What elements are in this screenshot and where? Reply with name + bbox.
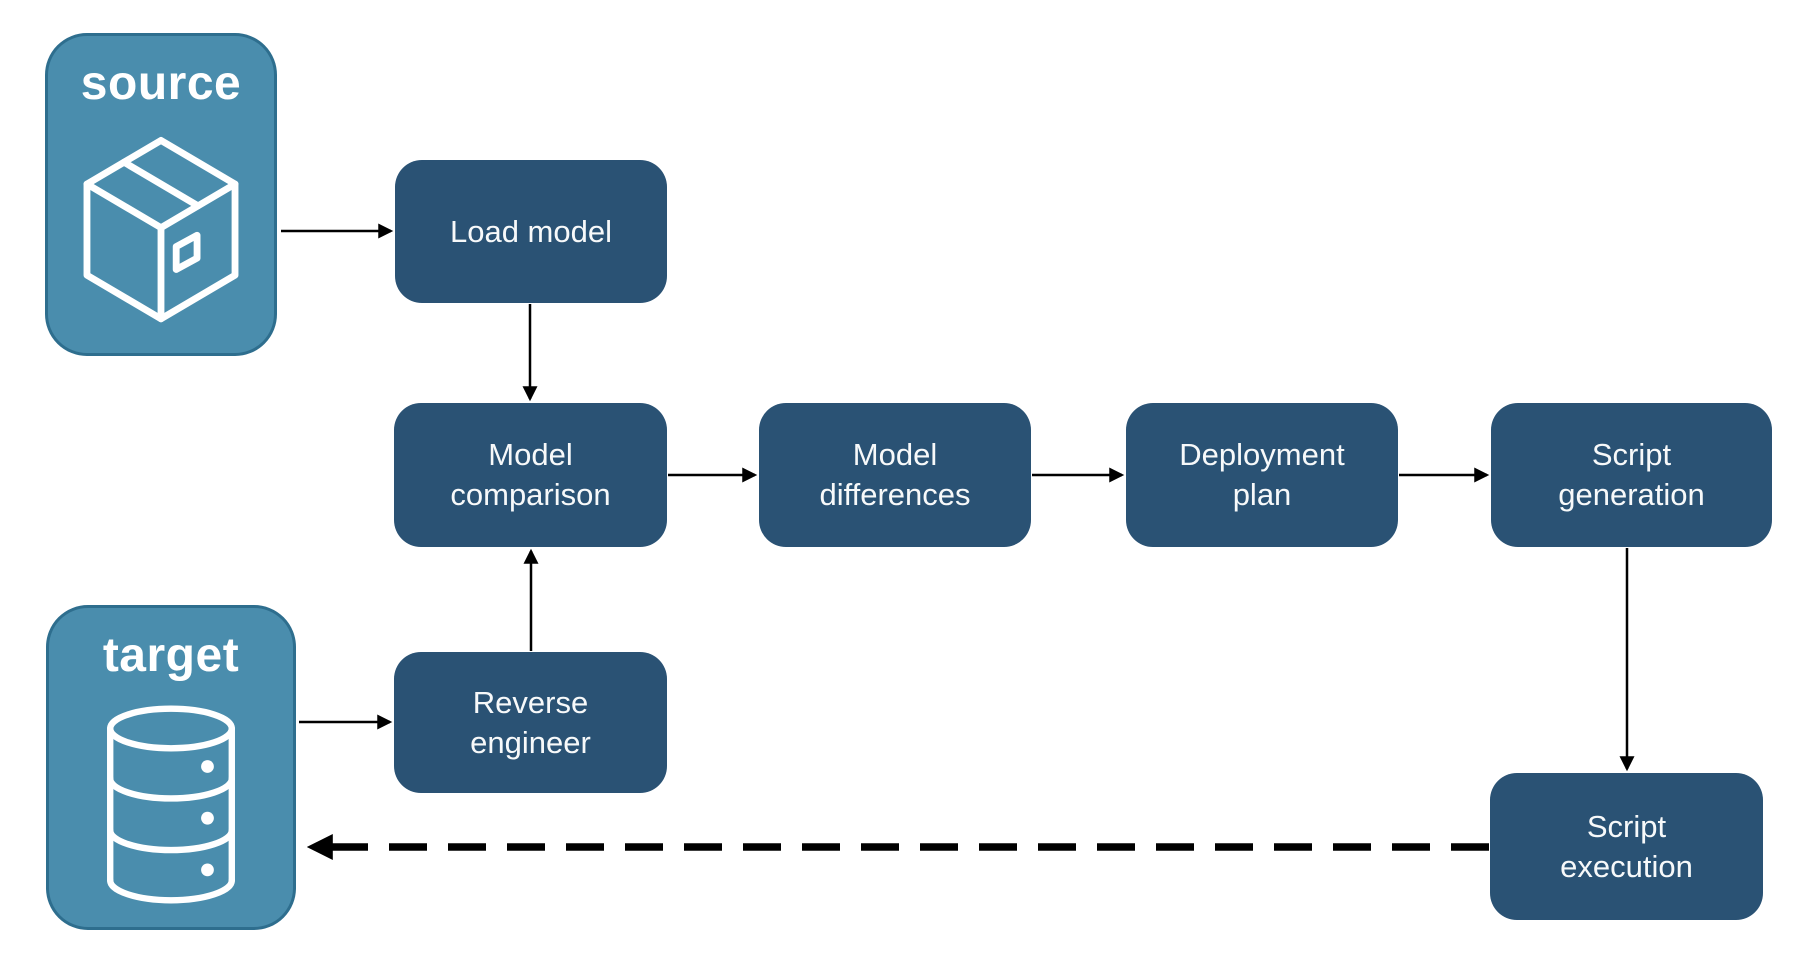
target-endpoint: target [46, 605, 296, 930]
node-reverse-engineer: Reverse engineer [394, 652, 667, 793]
node-deployment-plan: Deployment plan [1126, 403, 1398, 547]
node-model-comparison: Model comparison [394, 403, 667, 547]
source-label: source [80, 57, 242, 110]
node-model-differences: Model differences [759, 403, 1031, 547]
source-endpoint: source [45, 33, 277, 356]
node-script-generation: Script generation [1491, 403, 1772, 547]
node-load-model: Load model [395, 160, 667, 303]
package-box-icon [66, 111, 256, 353]
database-icon [95, 683, 247, 927]
target-label: target [102, 629, 240, 682]
node-script-execution: Script execution [1490, 773, 1763, 920]
